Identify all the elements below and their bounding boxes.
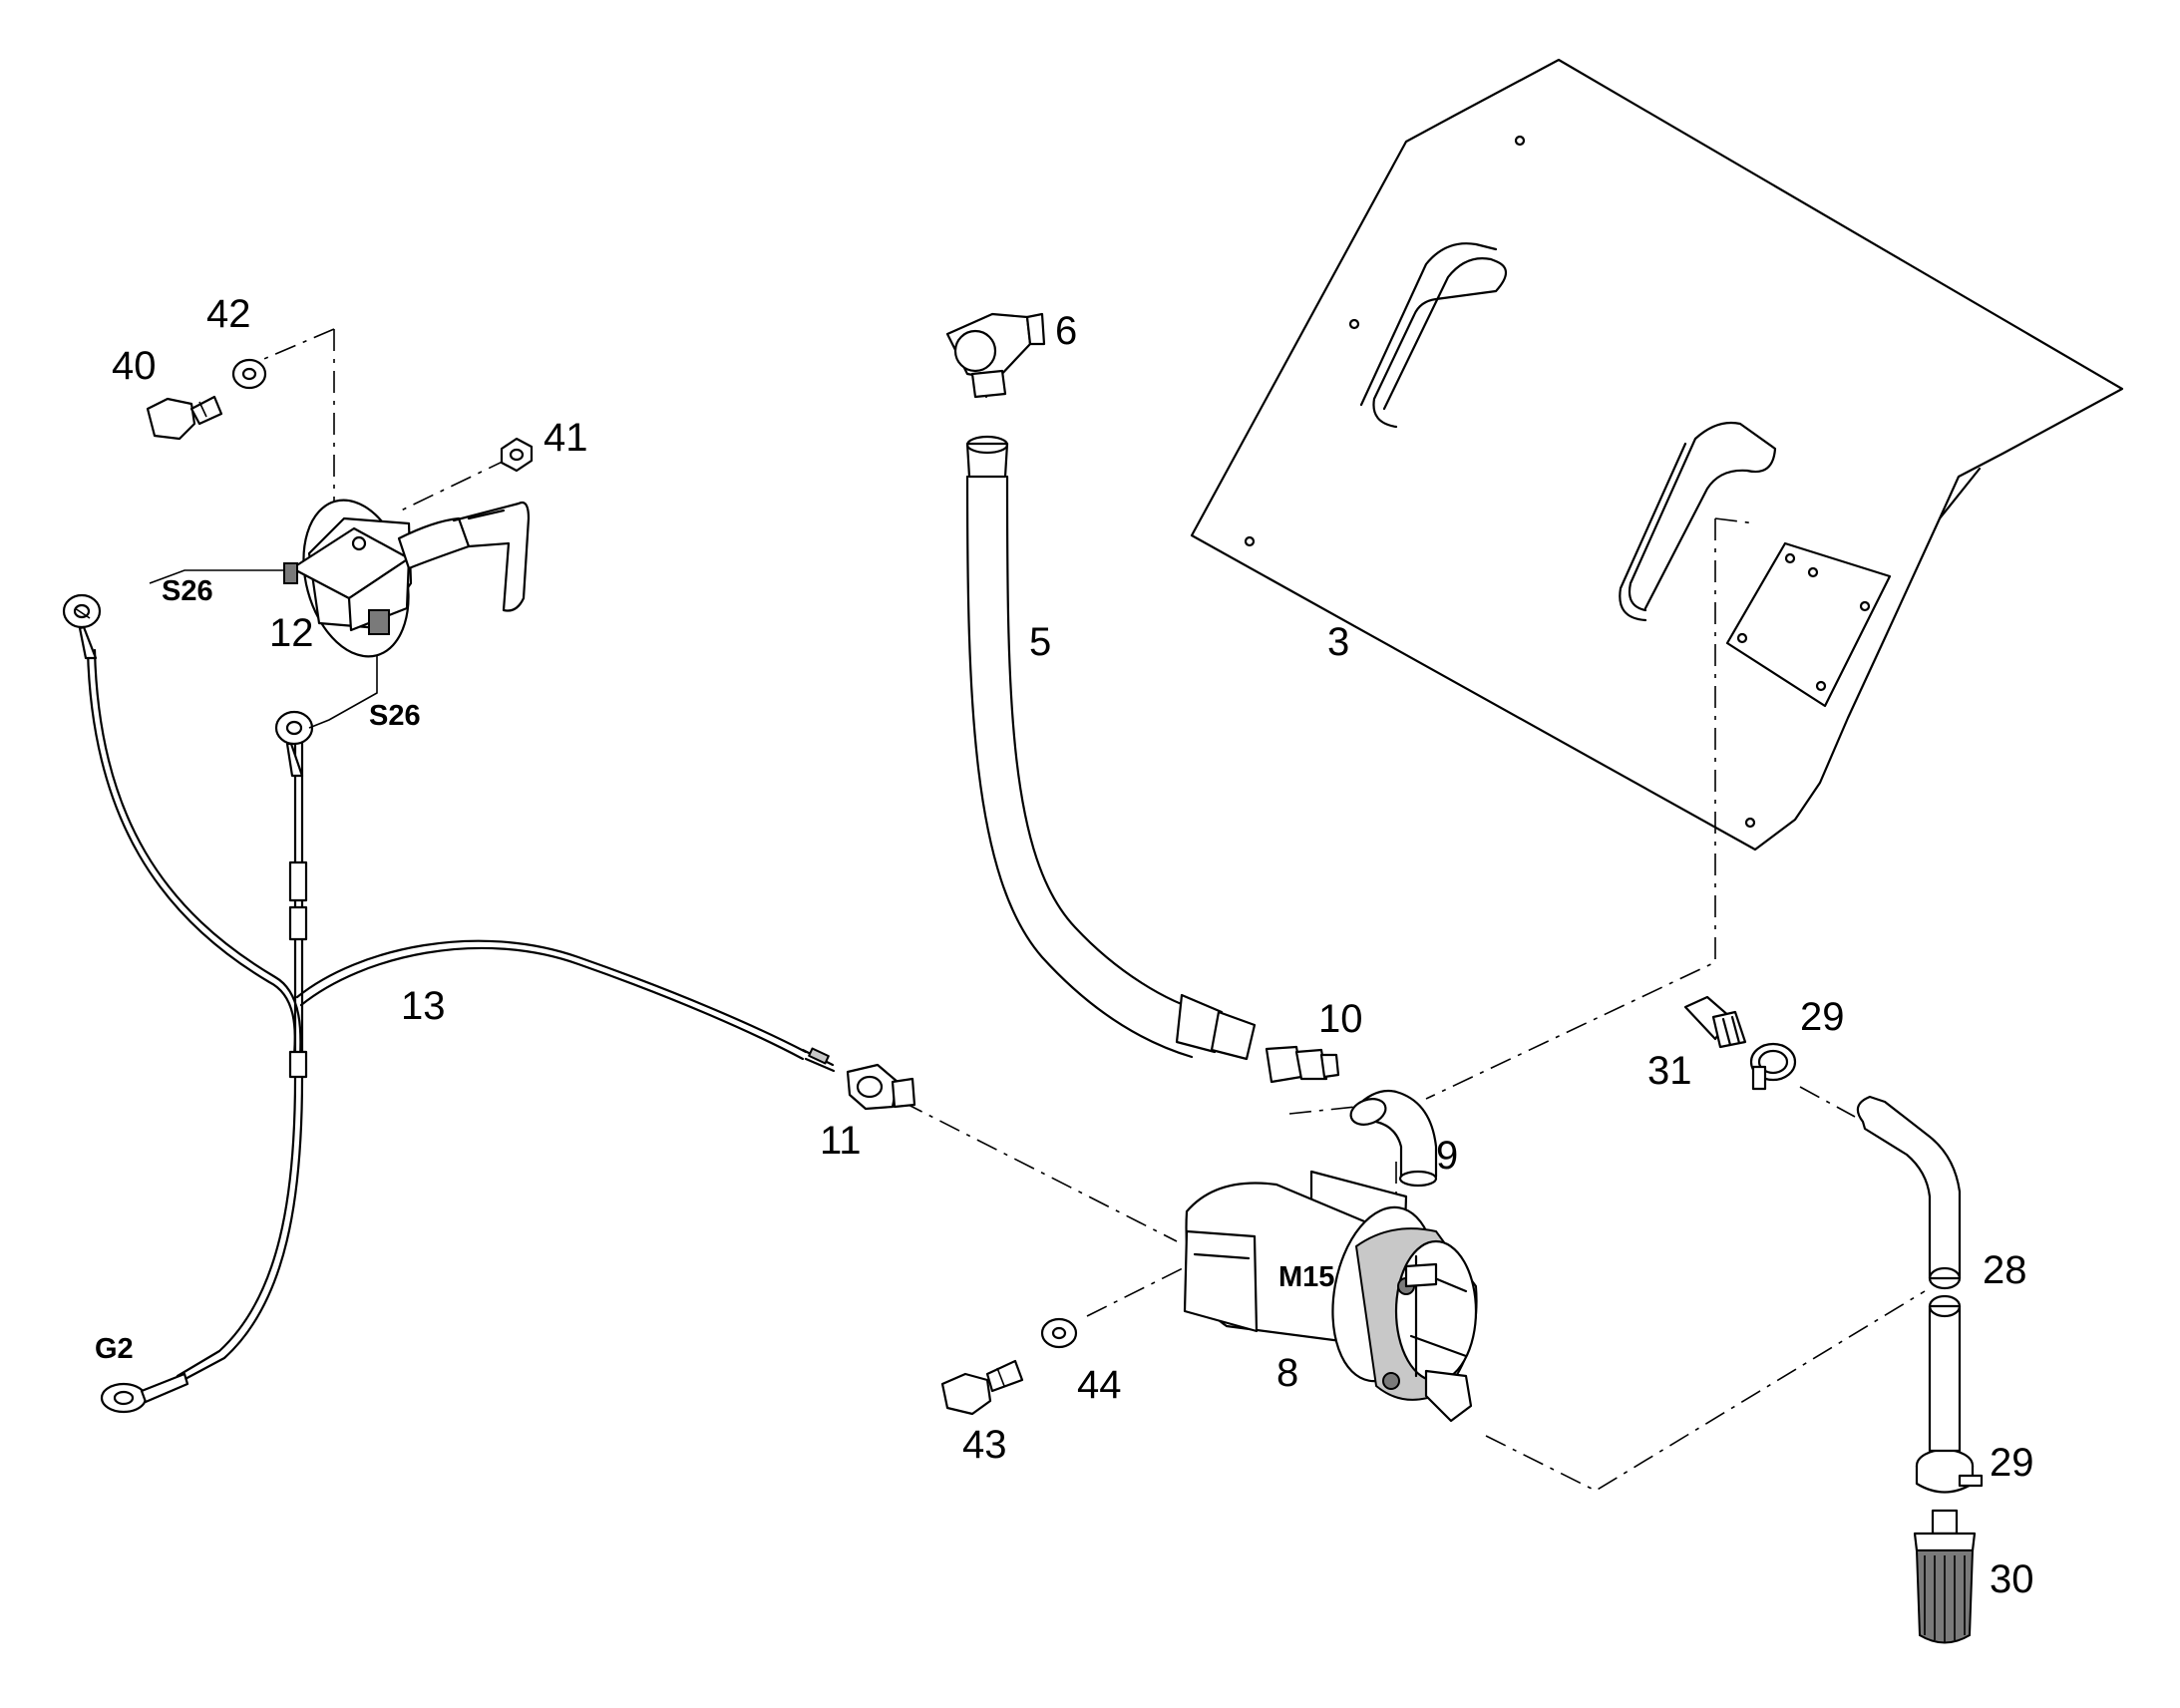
connector-11 (846, 1063, 916, 1111)
mounting-plate-3 (1190, 58, 2124, 852)
part-label-42: 42 (206, 292, 251, 336)
part-label-41: 41 (544, 416, 588, 460)
part-label-29-top: 29 (1800, 995, 1845, 1039)
elbow-fitting-6 (945, 312, 1046, 399)
part-label-10: 10 (1318, 997, 1363, 1041)
part-labels: 3 5 6 8 9 10 11 12 13 28 29 29 30 31 40 … (112, 292, 2034, 1601)
hose-5 (965, 435, 1257, 1061)
nipple-10 (1265, 1045, 1340, 1084)
code-label-g2: G2 (95, 1333, 134, 1365)
washer-42 (231, 358, 267, 390)
pump-8 (1183, 1170, 1478, 1423)
switch-12 (149, 499, 531, 658)
part-label-28: 28 (1983, 1248, 2027, 1292)
part-label-3: 3 (1327, 620, 1349, 664)
part-label-40: 40 (112, 344, 157, 388)
wiring-harness-13 (62, 593, 836, 1414)
code-label-m15: M15 (1278, 1261, 1334, 1293)
strainer-30 (1913, 1509, 1977, 1644)
bolt-43 (940, 1359, 1024, 1416)
code-label-s26-top: S26 (162, 575, 213, 607)
clamp-29-bottom (1915, 1448, 1984, 1494)
part-label-9: 9 (1436, 1134, 1458, 1178)
assembly-lines (258, 328, 1926, 1492)
part-label-13: 13 (401, 984, 446, 1028)
part-label-5: 5 (1029, 620, 1051, 664)
part-label-31: 31 (1647, 1049, 1692, 1093)
bolt-40 (146, 395, 223, 441)
component-code-labels: S26 S26 M15 G2 (95, 575, 1334, 1365)
part-label-29-bottom: 29 (1990, 1441, 2034, 1485)
code-label-s26-bottom: S26 (369, 700, 421, 732)
nut-41 (500, 437, 534, 473)
part-label-8: 8 (1276, 1351, 1298, 1395)
hose-barb-31 (1683, 995, 1747, 1049)
part-label-11: 11 (820, 1119, 862, 1163)
suction-hose-28 (1856, 1095, 1962, 1453)
part-label-6: 6 (1055, 309, 1077, 353)
clamp-29-top (1749, 1042, 1797, 1091)
washer-44 (1040, 1317, 1078, 1349)
part-label-12: 12 (269, 611, 314, 655)
part-label-44: 44 (1077, 1363, 1122, 1407)
part-label-30: 30 (1990, 1557, 2034, 1601)
elbow-9 (1349, 1089, 1438, 1188)
part-label-43: 43 (962, 1423, 1007, 1467)
